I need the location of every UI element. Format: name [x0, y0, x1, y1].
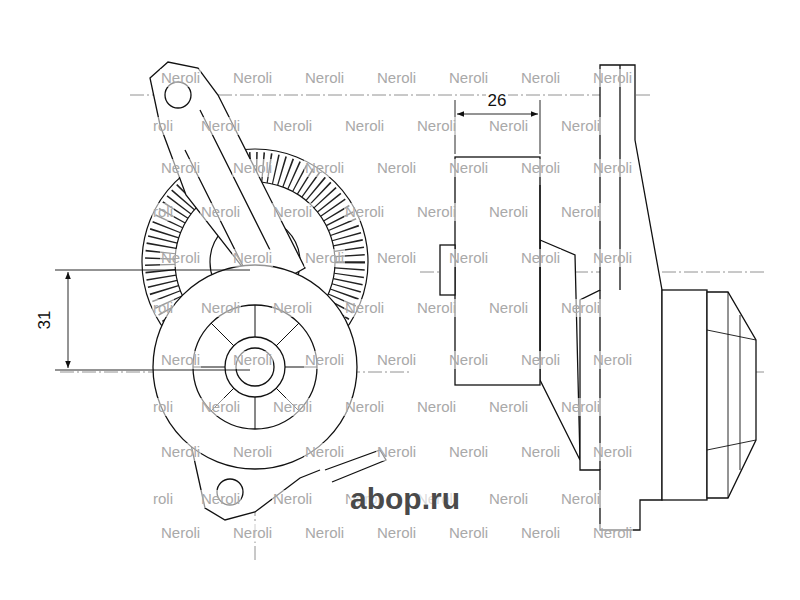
watermark: Neroli	[376, 69, 417, 87]
watermark: Neroli	[376, 249, 417, 267]
watermark: roli	[152, 490, 174, 508]
watermark: Neroli	[520, 351, 561, 369]
watermark: Neroli	[560, 490, 601, 508]
watermark: roli	[152, 398, 174, 416]
watermark: Neroli	[304, 249, 345, 267]
watermark: Neroli	[160, 249, 201, 267]
watermark: roli	[152, 299, 174, 317]
dimension-lines	[55, 100, 540, 370]
watermark: Neroli	[304, 443, 345, 461]
watermark: Neroli	[160, 159, 201, 177]
watermark: Neroli	[592, 524, 633, 542]
watermark: Neroli	[200, 299, 241, 317]
watermark-logo: abop.ru	[350, 482, 460, 516]
watermark: Neroli	[520, 443, 561, 461]
watermark: Neroli	[200, 117, 241, 135]
watermark: Neroli	[488, 398, 529, 416]
watermark: Neroli	[304, 69, 345, 87]
watermark: Neroli	[304, 524, 345, 542]
watermark: Neroli	[448, 524, 489, 542]
watermark: Neroli	[232, 524, 273, 542]
pulley-side	[440, 157, 580, 460]
watermark: Neroli	[200, 398, 241, 416]
dimension-value: 26	[486, 92, 509, 110]
watermark: Neroli	[520, 159, 561, 177]
watermark: Neroli	[232, 159, 273, 177]
watermark: Neroli	[416, 203, 457, 221]
watermark: Neroli	[376, 443, 417, 461]
watermark: Neroli	[160, 524, 201, 542]
watermark: Neroli	[448, 249, 489, 267]
watermark: Neroli	[592, 159, 633, 177]
watermark: Neroli	[304, 159, 345, 177]
watermark: Neroli	[272, 203, 313, 221]
watermark: Neroli	[272, 299, 313, 317]
watermark: Neroli	[200, 203, 241, 221]
watermark: Neroli	[592, 351, 633, 369]
watermark: Neroli	[376, 159, 417, 177]
watermark: Neroli	[488, 203, 529, 221]
watermark: Neroli	[344, 398, 385, 416]
watermark: Neroli	[344, 203, 385, 221]
tensioner-arm	[150, 62, 305, 292]
watermark: Neroli	[272, 117, 313, 135]
watermark: Neroli	[232, 351, 273, 369]
watermark: Neroli	[448, 351, 489, 369]
watermark: roli	[152, 203, 174, 221]
watermark: Neroli	[416, 398, 457, 416]
watermark: Neroli	[344, 117, 385, 135]
watermark: Neroli	[272, 398, 313, 416]
watermark: Neroli	[232, 69, 273, 87]
watermark: Neroli	[160, 443, 201, 461]
watermark: Neroli	[560, 203, 601, 221]
watermark: Neroli	[560, 299, 601, 317]
watermark: Neroli	[488, 117, 529, 135]
watermark: Neroli	[160, 69, 201, 87]
watermark: Neroli	[232, 249, 273, 267]
watermark: Neroli	[520, 249, 561, 267]
watermark: Neroli	[520, 69, 561, 87]
watermark: Neroli	[520, 524, 561, 542]
watermark: Neroli	[160, 351, 201, 369]
watermark: Neroli	[488, 299, 529, 317]
watermark: Neroli	[416, 299, 457, 317]
watermark: Neroli	[592, 443, 633, 461]
watermark: Neroli	[304, 351, 345, 369]
watermark: roli	[152, 117, 174, 135]
watermark: Neroli	[200, 490, 241, 508]
watermark: Neroli	[560, 117, 601, 135]
watermark: Neroli	[416, 117, 457, 135]
watermark: Neroli	[376, 351, 417, 369]
watermark: Neroli	[592, 69, 633, 87]
watermark: Neroli	[592, 249, 633, 267]
watermark: Neroli	[448, 159, 489, 177]
watermark: Neroli	[560, 398, 601, 416]
watermark: Neroli	[232, 443, 273, 461]
watermark: Neroli	[376, 524, 417, 542]
dimension-value: 31	[36, 309, 54, 332]
watermark: Neroli	[448, 443, 489, 461]
watermark: Neroli	[448, 69, 489, 87]
watermark: Neroli	[272, 490, 313, 508]
spring-housing	[662, 290, 756, 500]
watermark: Neroli	[344, 299, 385, 317]
watermark: Neroli	[488, 490, 529, 508]
